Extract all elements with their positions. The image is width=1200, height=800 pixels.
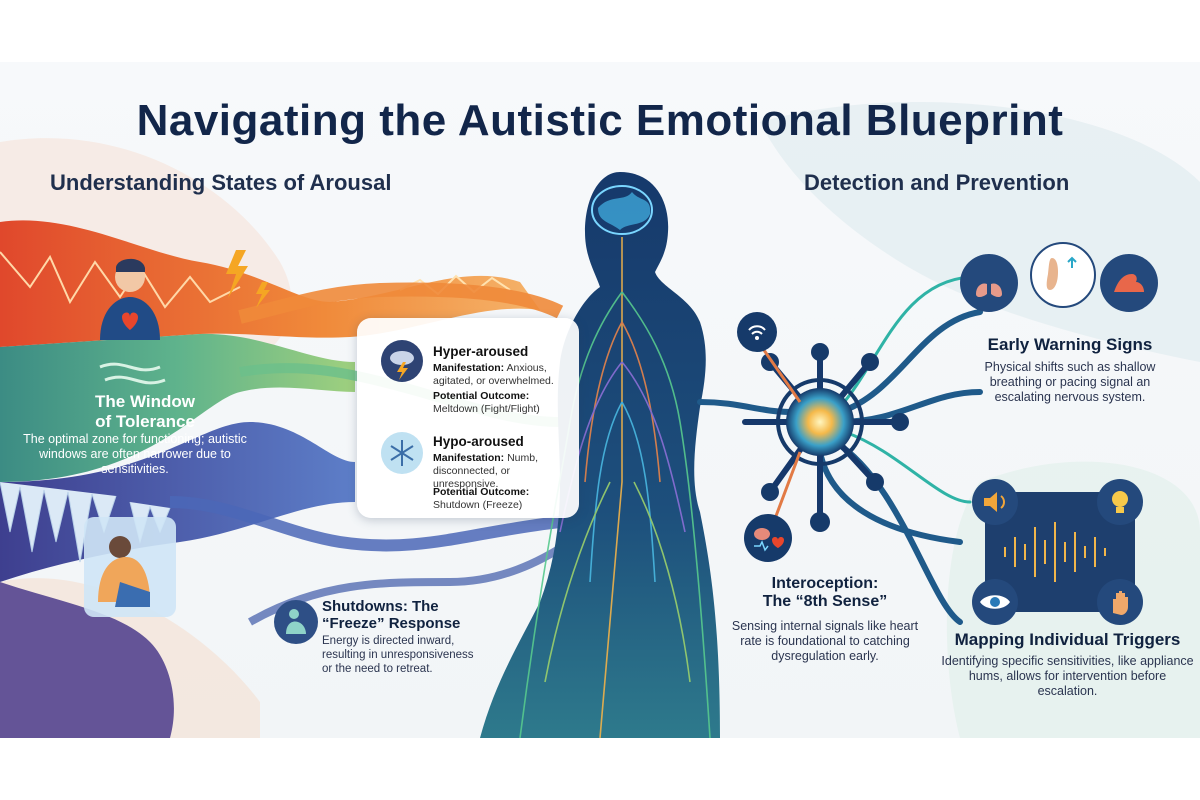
interoception-heading: Interoception:The “8th Sense” bbox=[762, 575, 888, 610]
storm-cloud-lightning-icon bbox=[381, 340, 423, 382]
interoception-block: Interoception:The “8th Sense” Sensing in… bbox=[720, 575, 930, 664]
speaker-icon bbox=[972, 479, 1018, 525]
shutdowns-block: Shutdowns: The“Freeze” Response Energy i… bbox=[322, 598, 482, 676]
hyper-aroused-label: Hyper-aroused bbox=[433, 344, 529, 359]
infographic-canvas: Hyper-aroused Manifestation: Anxious, ag… bbox=[0, 62, 1200, 738]
lightbulb-icon bbox=[1097, 479, 1143, 525]
page-title: Navigating the Autistic Emotional Bluepr… bbox=[136, 96, 1064, 145]
flexed-arm-icon bbox=[1100, 254, 1158, 312]
early-warning-heading: Early Warning Signs bbox=[987, 335, 1153, 354]
hypo-manifestation: Manifestation: Numb, disconnected, or un… bbox=[433, 452, 539, 490]
signal-icon bbox=[737, 312, 777, 352]
triggers-heading: Mapping Individual Triggers bbox=[954, 630, 1181, 649]
arousal-states-card: Hyper-aroused Manifestation: Anxious, ag… bbox=[357, 318, 579, 518]
hyper-manifestation: Manifestation: Anxious, agitated, or ove… bbox=[433, 362, 554, 387]
background-art bbox=[0, 102, 1200, 738]
eye-icon bbox=[972, 579, 1018, 625]
section-heading-arousal: Understanding States of Arousal bbox=[50, 170, 392, 195]
shutdowns-body: Energy is directed inward, resulting in … bbox=[322, 635, 474, 675]
triggers-body: Identifying specific sensitivities, like… bbox=[941, 654, 1194, 698]
interoception-body: Sensing internal signals like heart rate… bbox=[731, 619, 919, 663]
hyper-outcome: Potential Outcome:Meltdown (Fight/Flight… bbox=[433, 390, 540, 415]
section-heading-detection: Detection and Prevention bbox=[804, 170, 1070, 195]
brain-heart-icon bbox=[744, 514, 792, 562]
shutdowns-heading: Shutdowns: The“Freeze” Response bbox=[322, 598, 461, 632]
triggers-block: Mapping Individual Triggers Identifying … bbox=[940, 630, 1195, 699]
pacing-feet-icon bbox=[1030, 242, 1096, 308]
early-warning-block: Early Warning Signs Physical shifts such… bbox=[960, 335, 1180, 405]
lungs-icon bbox=[960, 254, 1018, 312]
early-warning-body: Physical shifts such as shallow breathin… bbox=[984, 360, 1156, 404]
hand-icon bbox=[1097, 579, 1143, 625]
window-body: The optimal zone for functioning; autist… bbox=[23, 432, 247, 476]
hypo-aroused-label: Hypo-aroused bbox=[433, 434, 524, 449]
snowflake-icon bbox=[381, 432, 423, 474]
hypo-outcome: Potential Outcome:Shutdown (Freeze) bbox=[433, 486, 530, 511]
huddled-person-icon bbox=[274, 600, 318, 644]
